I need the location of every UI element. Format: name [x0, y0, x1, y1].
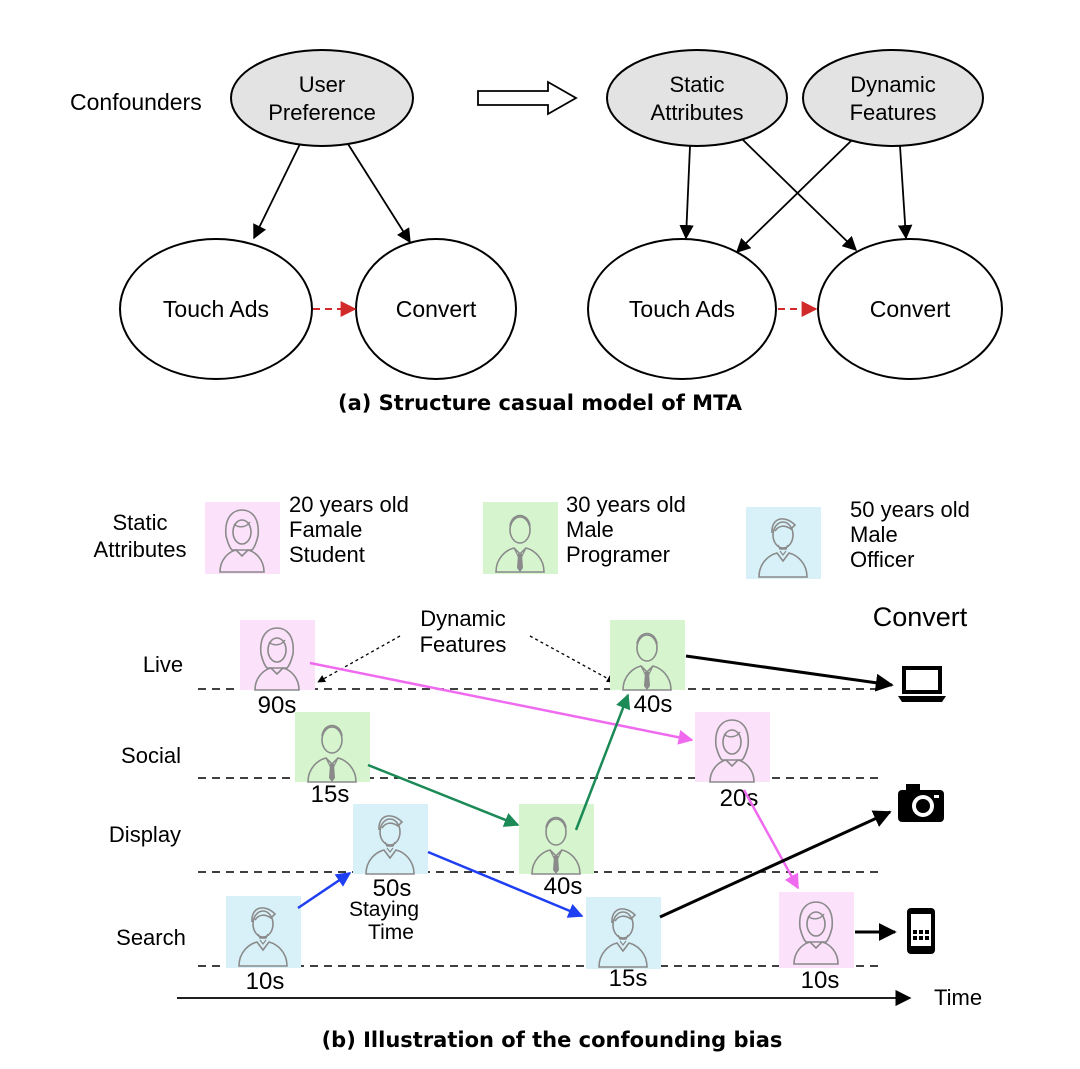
- duration-female-social: 20s: [720, 785, 759, 812]
- duration-female-search: 10s: [801, 967, 840, 994]
- dynamic-features-line1: Dynamic: [850, 72, 936, 97]
- duration-male-social: 15s: [311, 781, 350, 808]
- edge-static-to-convert: [741, 138, 858, 252]
- dynamic-features-line2: Features: [850, 100, 937, 125]
- female-profile-card: [205, 502, 280, 574]
- duration-male-live: 40s: [634, 691, 673, 718]
- dynamic-pointer-left: [317, 635, 401, 683]
- channel-live-label: Live: [143, 652, 183, 677]
- static-attributes-node: [606, 49, 788, 147]
- user-preference-node: [230, 49, 414, 147]
- channel-social-label: Social: [121, 743, 181, 768]
- path-officer-display-to-search: [427, 850, 584, 918]
- profile-3-line3: Officer: [850, 547, 914, 572]
- dynamic-features-node: [802, 49, 984, 147]
- convert-label: Convert: [873, 602, 968, 632]
- user-preference-line2: Preference: [268, 100, 376, 125]
- profile-1-line1: 20 years old: [289, 492, 409, 517]
- profile-3-line1: 50 years old: [850, 497, 970, 522]
- touch-female-search: [779, 892, 854, 968]
- touch-ads-node-left: [119, 238, 313, 380]
- duration-officer-display: 50s: [373, 875, 412, 902]
- touch-officer-display: [353, 804, 428, 875]
- path-male-display-to-live: [574, 693, 631, 831]
- edge-preference-to-touch: [253, 143, 301, 240]
- staying-time-line1: Staying: [349, 898, 419, 921]
- dynamic-pointer-right: [529, 635, 615, 683]
- duration-officer-search-start: 10s: [246, 968, 285, 995]
- camera-icon: [898, 784, 944, 822]
- staying-time-line2: Time: [368, 921, 414, 944]
- user-preference-line1: User: [299, 72, 345, 97]
- confounders-label: Confounders: [70, 89, 202, 115]
- duration-female-live: 90s: [258, 692, 297, 719]
- edge-dynamic-to-convert: [897, 145, 913, 240]
- edge-dynamic-to-touch: [735, 139, 853, 254]
- touch-female-social: [695, 712, 770, 783]
- path-female-social-to-search: [742, 789, 800, 890]
- static-attributes-label-line2: Attributes: [94, 537, 187, 562]
- convert-label-right: Convert: [870, 296, 951, 322]
- profile-2-line2: Male: [566, 517, 614, 542]
- static-attributes-line1: Static: [669, 72, 724, 97]
- touch-ads-label-left: Touch Ads: [163, 296, 269, 322]
- duration-officer-search-end: 15s: [609, 965, 648, 992]
- touch-male-social: [295, 712, 370, 783]
- path-male-social-to-display: [367, 763, 520, 827]
- confounding-illustration: Static Attributes 20 years old Famale St…: [94, 492, 983, 1052]
- caption-b: (b) Illustration of the confounding bias: [322, 1028, 783, 1052]
- path-female-live-to-social: [309, 661, 694, 745]
- laptop-icon: [898, 666, 946, 702]
- causal-model-diagram: Confounders User Preference Touch Ads Co…: [70, 49, 1003, 415]
- touch-male-live: [610, 620, 685, 691]
- transform-arrow: [477, 80, 578, 116]
- channel-search-label: Search: [116, 925, 186, 950]
- static-attributes-label-line1: Static: [112, 510, 167, 535]
- officer-profile-card: [746, 507, 821, 579]
- path-officer-search-to-camera: [659, 810, 892, 919]
- time-label: Time: [934, 985, 982, 1010]
- male-profile-card: [483, 502, 558, 574]
- phone-icon: [907, 908, 935, 954]
- profile-3-line2: Male: [850, 522, 898, 547]
- edge-preference-to-convert: [347, 143, 411, 244]
- edge-static-to-touch: [679, 145, 694, 240]
- touch-officer-search-end: [586, 897, 661, 969]
- touch-ads-label-right: Touch Ads: [629, 296, 735, 322]
- profile-1-line3: Student: [289, 542, 365, 567]
- static-attributes-line2: Attributes: [651, 100, 744, 125]
- path-male-live-to-laptop: [685, 654, 894, 692]
- duration-male-display: 40s: [544, 873, 583, 900]
- touch-officer-search-start: [226, 896, 301, 968]
- caption-a: (a) Structure casual model of MTA: [338, 391, 743, 415]
- profile-1-line2: Famale: [289, 517, 362, 542]
- profile-2-line3: Programer: [566, 542, 670, 567]
- channel-display-label: Display: [109, 822, 181, 847]
- convert-label-left: Convert: [396, 296, 477, 322]
- touch-female-live: [240, 620, 315, 691]
- profile-2-line1: 30 years old: [566, 492, 686, 517]
- path-officer-search-to-display: [297, 871, 352, 910]
- dynamic-features-label-line2: Features: [420, 632, 507, 657]
- dynamic-features-label-line1: Dynamic: [420, 606, 506, 631]
